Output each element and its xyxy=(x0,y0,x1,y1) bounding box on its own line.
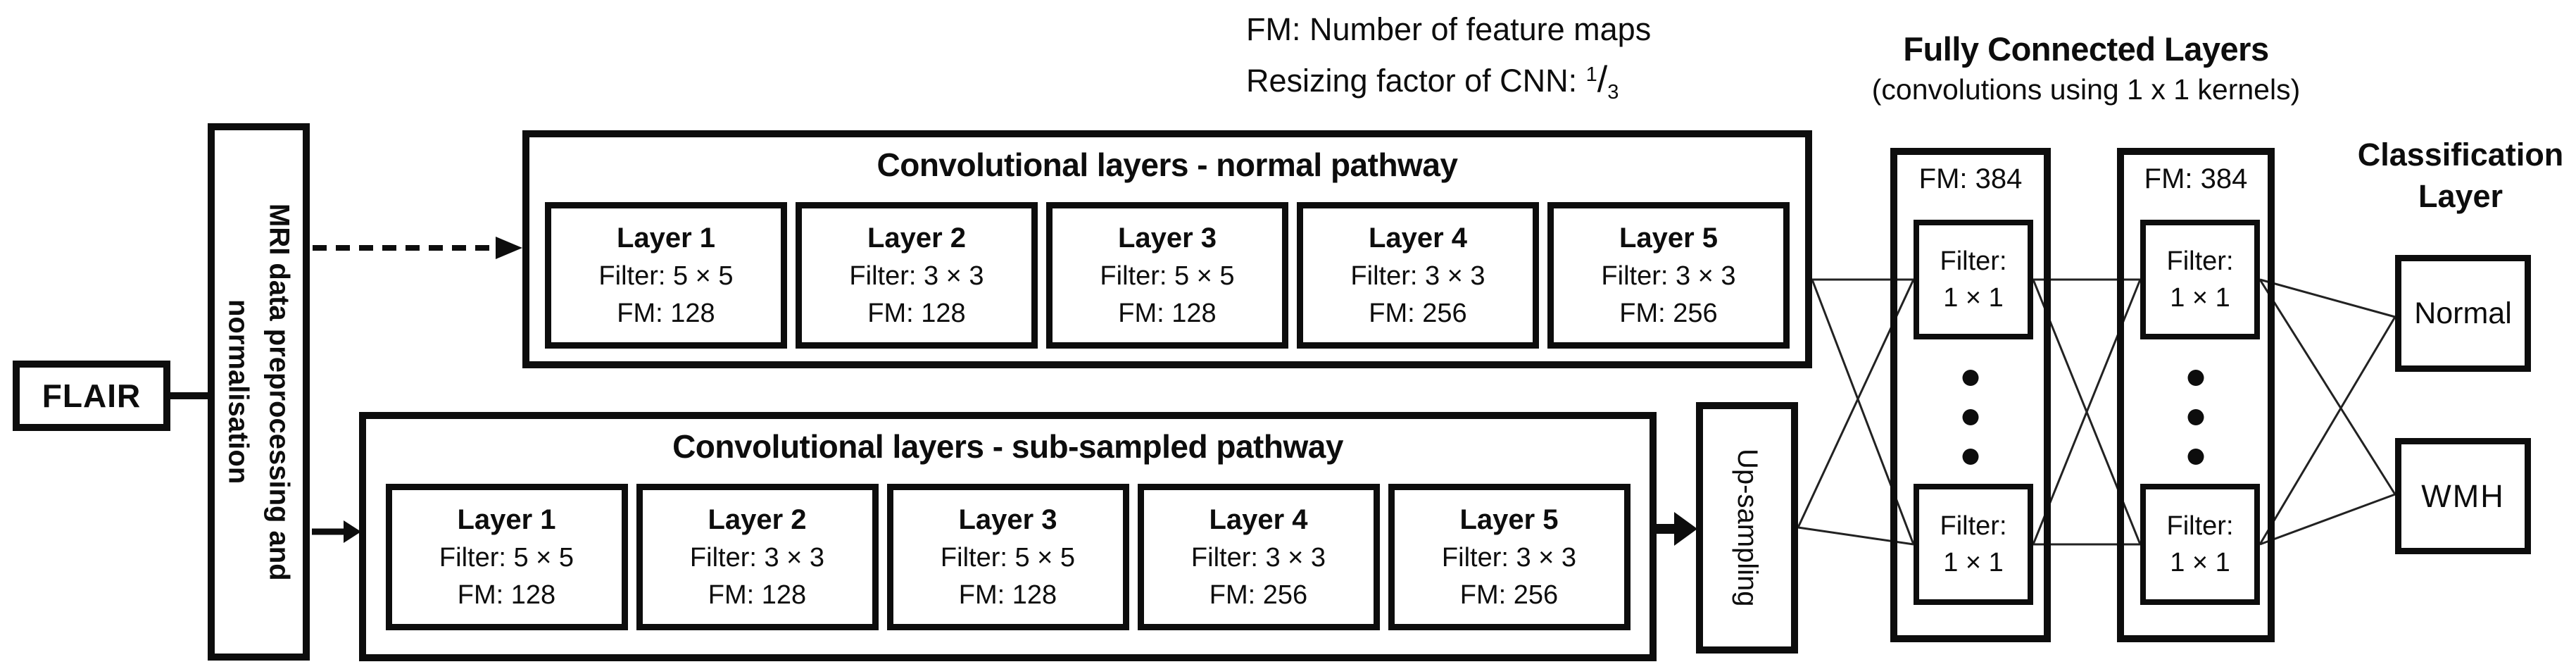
layer-name: Layer 2 xyxy=(867,222,967,254)
classification-box-normal: Normal xyxy=(2395,255,2531,372)
subsampled-pathway-box: Convolutional layers - sub-sampled pathw… xyxy=(359,412,1657,661)
normal-layer-5: Layer 5 Filter: 3 × 3 FM: 256 xyxy=(1547,202,1790,349)
flair-input-box: FLAIR xyxy=(13,361,170,431)
arrow-to-subsampled-pathway xyxy=(312,520,361,543)
filter-size: 1 × 1 xyxy=(1943,283,2004,313)
fc-column-2-bottom-filter-box: Filter: 1 × 1 xyxy=(2140,484,2260,605)
layer-fm: FM: 256 xyxy=(1619,298,1718,328)
flair-label: FLAIR xyxy=(42,377,142,414)
mri-preprocessing-label: MRI data preprocessing and normalisation xyxy=(222,203,295,581)
subsampled-layer-4: Layer 4 Filter: 3 × 3 FM: 256 xyxy=(1137,484,1380,630)
layer-name: Layer 5 xyxy=(1459,504,1559,535)
fully-connected-title: Fully Connected Layers xyxy=(1903,30,2269,68)
layer-fm: FM: 128 xyxy=(1118,298,1217,328)
dot-icon xyxy=(1962,409,1979,425)
filter-label: Filter: xyxy=(1940,511,2007,541)
normal-layer-3: Layer 3 Filter: 5 × 5 FM: 128 xyxy=(1046,202,1288,349)
layer-fm: FM: 128 xyxy=(708,580,807,610)
normal-layer-1: Layer 1 Filter: 5 × 5 FM: 128 xyxy=(545,202,787,349)
fraction-slash: / xyxy=(1597,59,1608,100)
dot-icon xyxy=(2187,409,2204,425)
layer-fm: FM: 256 xyxy=(1369,298,1467,328)
class-wmh-label: WMH xyxy=(2421,477,2505,514)
subsampled-layer-5: Layer 5 Filter: 3 × 3 FM: 256 xyxy=(1388,484,1631,630)
subsampled-pathway-layer-row: Layer 1 Filter: 5 × 5 FM: 128 Layer 2 Fi… xyxy=(366,484,1650,630)
layer-filter: Filter: 5 × 5 xyxy=(439,542,574,573)
fraction-numerator: 1 xyxy=(1585,63,1597,86)
fc-column-1-top-filter-box: Filter: 1 × 1 xyxy=(1914,220,2033,339)
fully-connected-subtitle: (convolutions using 1 x 1 kernels) xyxy=(1871,73,2301,106)
filter-label: Filter: xyxy=(1940,246,2007,276)
layer-filter: Filter: 3 × 3 xyxy=(849,261,984,291)
mri-preprocessing-box: MRI data preprocessing and normalisation xyxy=(208,123,310,661)
upsampling-label: Up-sampling xyxy=(1732,449,1763,607)
ellipsis-dots-icon xyxy=(2187,370,2204,465)
fc-column-2: FM: 384 Filter: 1 × 1 Filter: 1 × 1 xyxy=(2117,148,2275,642)
subsampled-layer-2: Layer 2 Filter: 3 × 3 FM: 128 xyxy=(636,484,879,630)
dot-icon xyxy=(1962,449,1979,465)
classification-box-wmh: WMH xyxy=(2395,438,2531,554)
subsampled-pathway-title: Convolutional layers - sub-sampled pathw… xyxy=(672,428,1343,465)
filter-label: Filter: xyxy=(2166,246,2234,276)
layer-name: Layer 3 xyxy=(958,504,1057,535)
layer-name: Layer 2 xyxy=(708,504,807,535)
layer-name: Layer 4 xyxy=(1209,504,1308,535)
filter-size: 1 × 1 xyxy=(2170,548,2230,577)
layer-filter: Filter: 3 × 3 xyxy=(1441,542,1577,573)
normal-pathway-box: Convolutional layers - normal pathway La… xyxy=(522,130,1812,368)
layer-filter: Filter: 5 × 5 xyxy=(598,261,734,291)
normal-pathway-layer-row: Layer 1 Filter: 5 × 5 FM: 128 Layer 2 Fi… xyxy=(529,202,1805,349)
layer-name: Layer 1 xyxy=(457,504,556,535)
normal-layer-4: Layer 4 Filter: 3 × 3 FM: 256 xyxy=(1297,202,1539,349)
one-third-fraction: 1/3 xyxy=(1585,59,1619,104)
upsampling-box: Up-sampling xyxy=(1696,402,1798,654)
subsampled-layer-1: Layer 1 Filter: 5 × 5 FM: 128 xyxy=(385,484,628,630)
layer-fm: FM: 128 xyxy=(958,580,1057,610)
layer-filter: Filter: 3 × 3 xyxy=(1601,261,1736,291)
layer-filter: Filter: 5 × 5 xyxy=(940,542,1076,573)
fc-column-1-fm-label: FM: 384 xyxy=(1918,163,2023,194)
filter-label: Filter: xyxy=(2166,511,2234,541)
layer-filter: Filter: 3 × 3 xyxy=(1190,542,1326,573)
class-normal-label: Normal xyxy=(2414,296,2512,330)
layer-name: Layer 5 xyxy=(1619,222,1719,254)
subsampled-layer-3: Layer 3 Filter: 5 × 5 FM: 128 xyxy=(886,484,1129,630)
normal-layer-2: Layer 2 Filter: 3 × 3 FM: 128 xyxy=(796,202,1038,349)
ellipsis-dots-icon xyxy=(1962,370,1979,465)
fc-column-1-bottom-filter-box: Filter: 1 × 1 xyxy=(1914,484,2033,605)
layer-fm: FM: 128 xyxy=(617,298,715,328)
layer-name: Layer 1 xyxy=(616,222,716,254)
fc-column-2-fm-label: FM: 384 xyxy=(2144,163,2248,194)
dot-icon xyxy=(1962,370,1979,386)
dot-icon xyxy=(2187,449,2204,465)
layer-filter: Filter: 3 × 3 xyxy=(1350,261,1485,291)
normal-pathway-title: Convolutional layers - normal pathway xyxy=(877,146,1459,183)
filter-size: 1 × 1 xyxy=(2170,283,2230,313)
legend-resizing-prefix: Resizing factor of CNN: xyxy=(1246,63,1586,99)
layer-fm: FM: 256 xyxy=(1209,580,1308,610)
arrow-to-upsampling xyxy=(1656,512,1697,546)
layer-filter: Filter: 3 × 3 xyxy=(689,542,825,573)
legend: FM: Number of feature maps Resizing fact… xyxy=(1246,7,1651,115)
legend-line-resizing: Resizing factor of CNN: 1/3 xyxy=(1246,52,1651,115)
dot-icon xyxy=(2187,370,2204,386)
layer-fm: FM: 128 xyxy=(867,298,966,328)
filter-size: 1 × 1 xyxy=(1943,548,2004,577)
layer-fm: FM: 256 xyxy=(1459,580,1559,610)
layer-name: Layer 4 xyxy=(1368,222,1468,254)
fc-column-1: FM: 384 Filter: 1 × 1 Filter: 1 × 1 xyxy=(1890,148,2051,642)
fc-column-2-top-filter-box: Filter: 1 × 1 xyxy=(2140,220,2260,339)
legend-line-fm: FM: Number of feature maps xyxy=(1246,11,1652,47)
layer-filter: Filter: 5 × 5 xyxy=(1100,261,1235,291)
layer-fm: FM: 128 xyxy=(457,580,556,610)
dashed-arrow-to-normal-pathway xyxy=(313,237,522,259)
classification-layer-title: Classification Layer xyxy=(2357,137,2564,214)
layer-name: Layer 3 xyxy=(1117,222,1217,254)
fraction-denominator: 3 xyxy=(1607,81,1619,104)
fc-connection-lines xyxy=(1797,278,2396,546)
